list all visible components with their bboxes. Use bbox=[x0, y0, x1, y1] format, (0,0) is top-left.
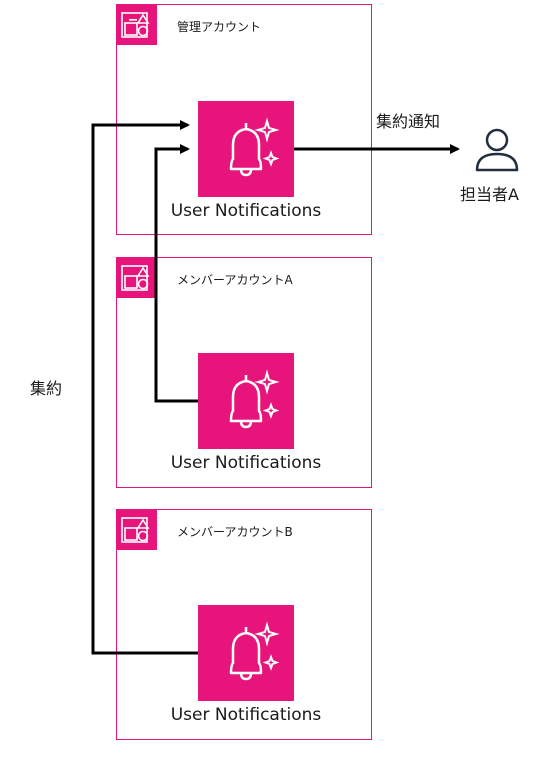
account-icon bbox=[117, 5, 157, 45]
member-b-service-label: User Notifications bbox=[170, 705, 322, 725]
notify-edge-label: 集約通知 bbox=[376, 112, 441, 131]
account-icon bbox=[117, 510, 157, 550]
aggregate-edge-label: 集約 bbox=[30, 379, 63, 398]
member-a-user-notifications-icon bbox=[198, 353, 294, 449]
management-service-label: User Notifications bbox=[170, 201, 322, 221]
aggregate-edge-member-a bbox=[154, 144, 198, 403]
management-user-notifications-icon bbox=[198, 101, 294, 197]
recipient-label: 担当者A bbox=[460, 185, 519, 204]
user-icon bbox=[475, 128, 519, 172]
management-account-label: 管理アカウント bbox=[177, 20, 262, 34]
member-b-account-label: メンバーアカウントB bbox=[177, 525, 293, 539]
member-b-account-group: メンバーアカウントB bbox=[116, 509, 372, 740]
member-a-service-label: User Notifications bbox=[170, 453, 322, 473]
account-icon bbox=[117, 258, 157, 298]
member-b-user-notifications-icon bbox=[198, 605, 294, 701]
aggregate-edge-member-b bbox=[91, 120, 198, 655]
member-a-account-label: メンバーアカウントA bbox=[177, 273, 293, 287]
